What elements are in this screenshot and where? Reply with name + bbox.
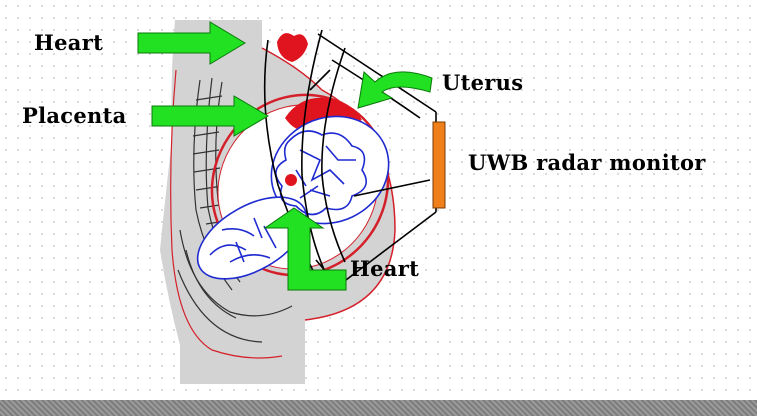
- label-uterus: Uterus: [442, 70, 523, 95]
- maternal-heart: [277, 33, 308, 62]
- label-placenta: Placenta: [22, 103, 127, 128]
- pregnancy-radar-diagram: [0, 0, 757, 400]
- label-heart-top: Heart: [34, 30, 103, 55]
- label-heart-fetal: Heart: [350, 256, 419, 281]
- footer-bar: [0, 400, 757, 416]
- fetal-heart: [285, 174, 297, 186]
- radar-monitor: [433, 122, 445, 208]
- label-radar-monitor: UWB radar monitor: [468, 150, 706, 175]
